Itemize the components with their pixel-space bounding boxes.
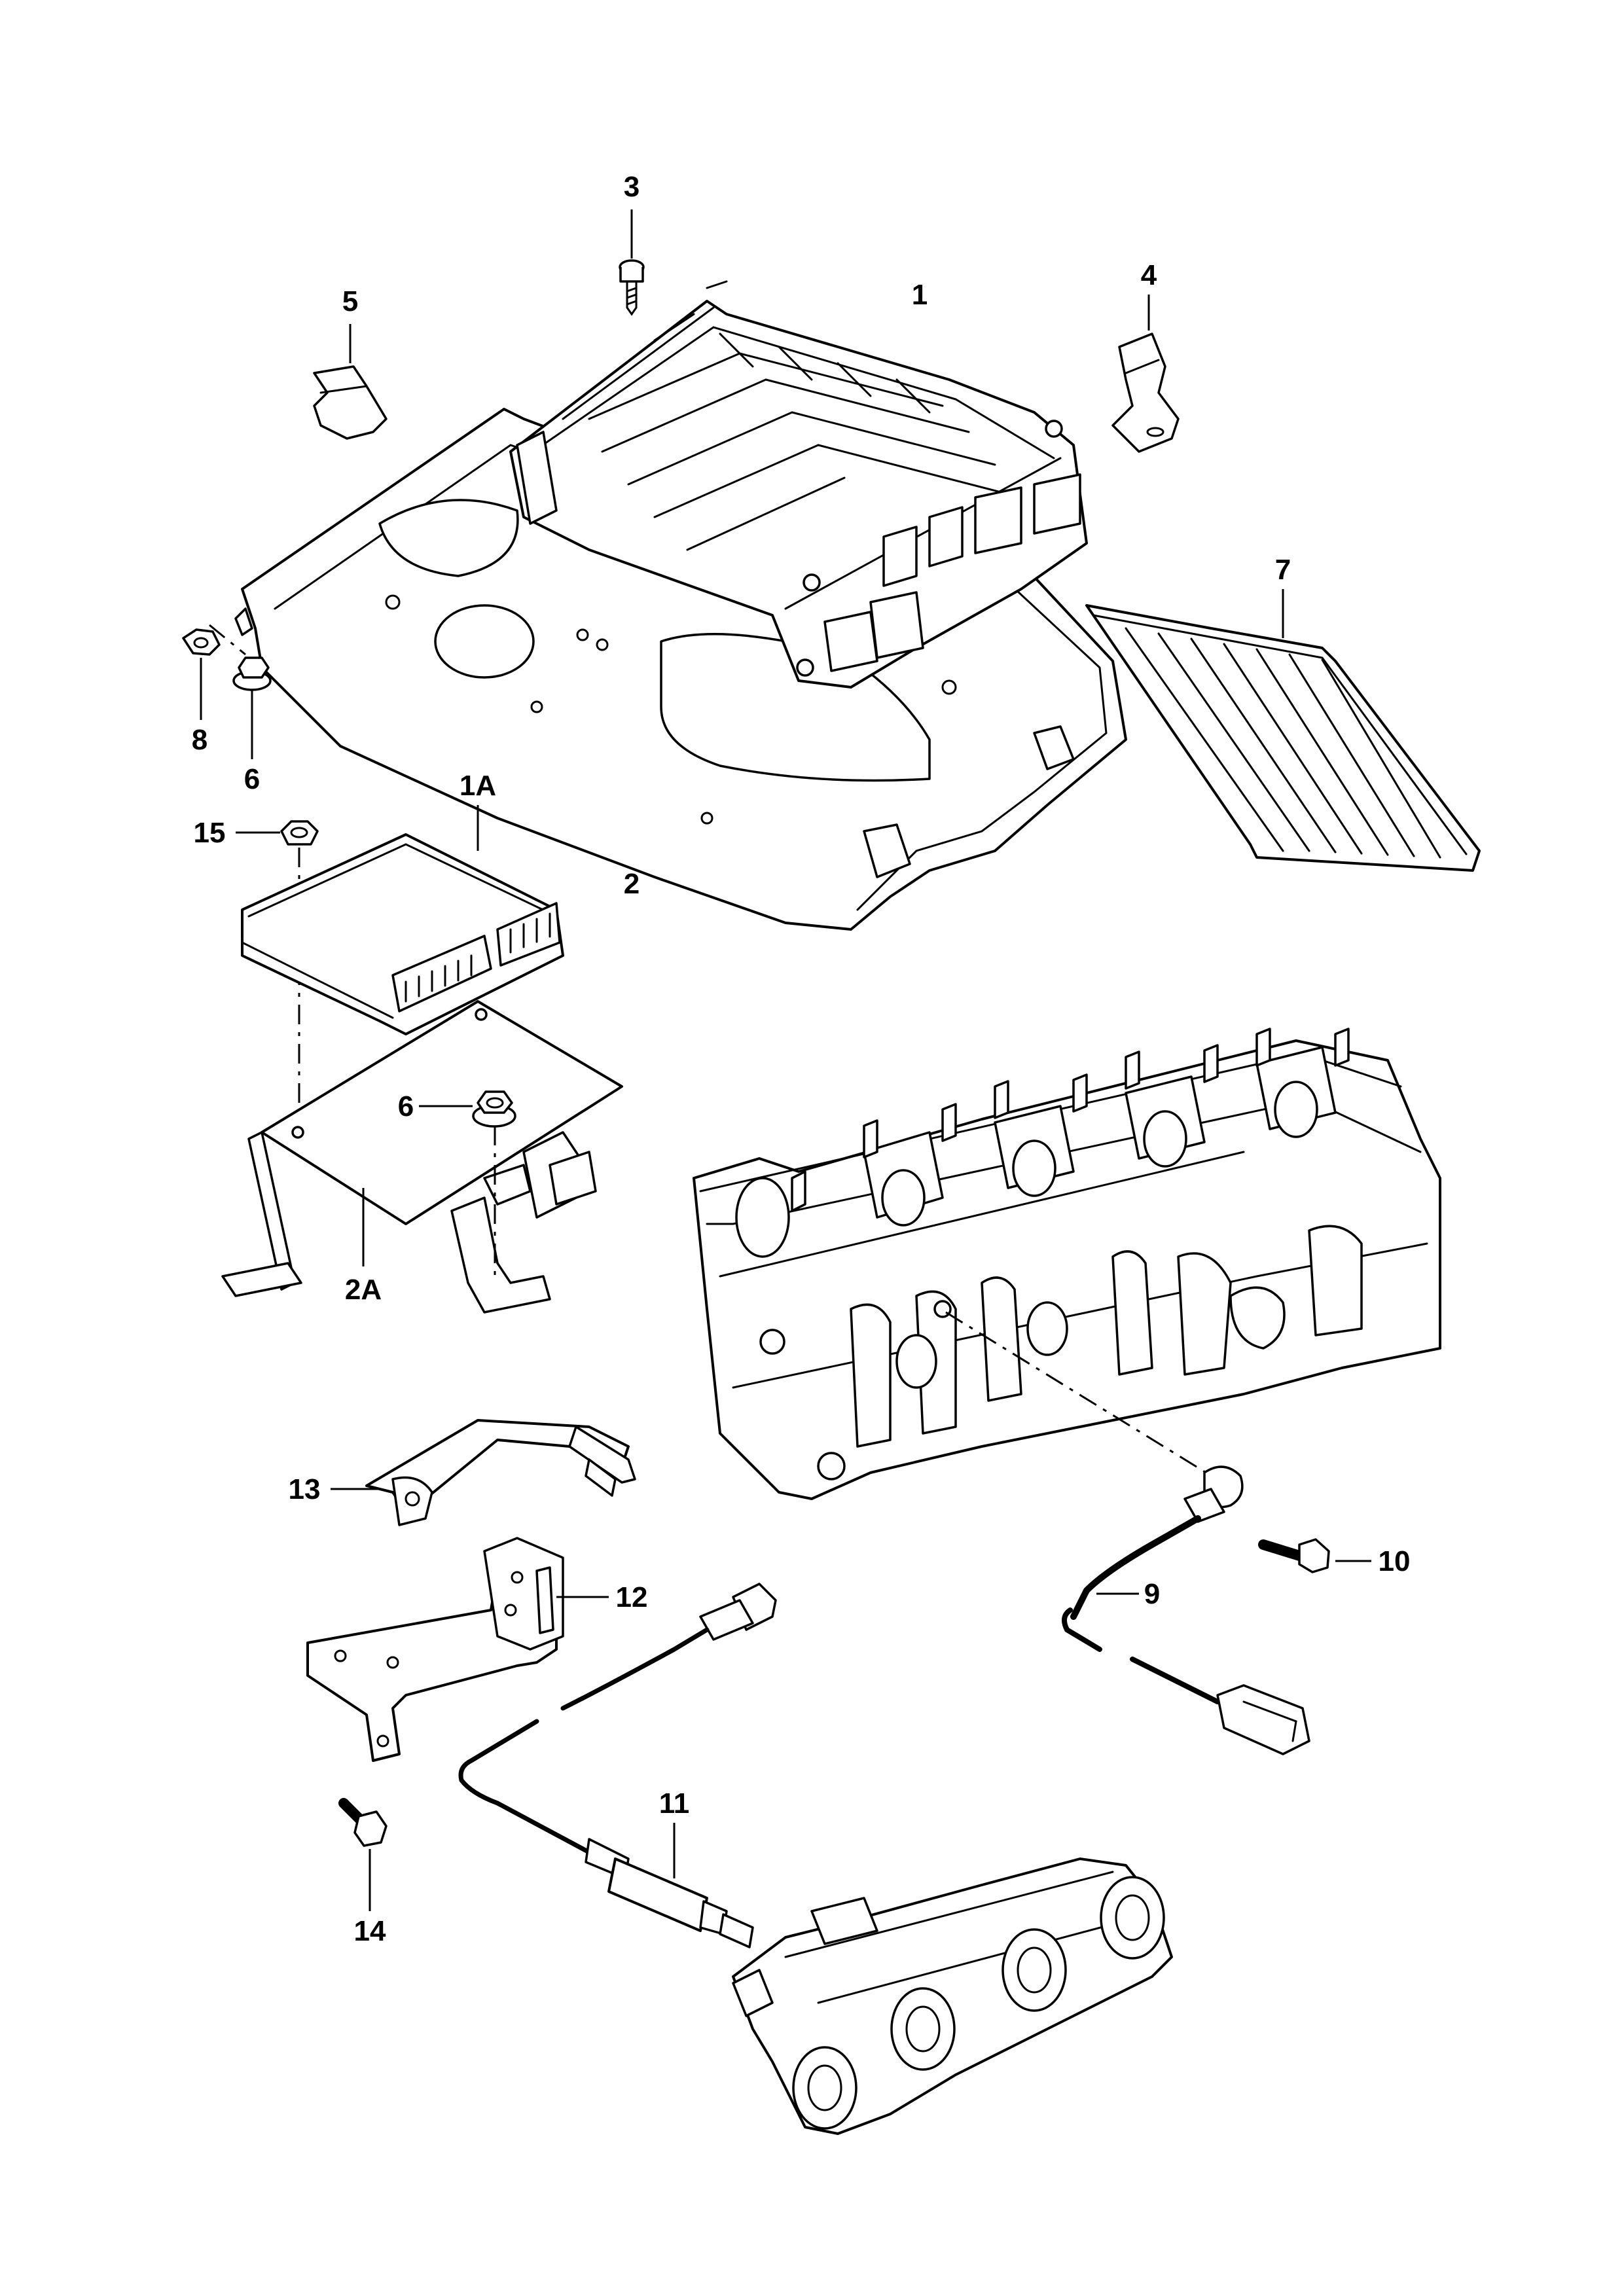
callout-5: 5 xyxy=(342,285,358,317)
callout-12: 12 xyxy=(616,1581,648,1613)
callout-6-upper: 6 xyxy=(244,763,260,795)
callout-7: 7 xyxy=(1275,554,1291,586)
control-unit-housing-part-1 xyxy=(509,280,1088,689)
clip-part-4 xyxy=(1111,295,1180,453)
ecu-module-part-1A xyxy=(241,805,564,1035)
callout-11: 11 xyxy=(659,1787,690,1820)
knock-sensor-part-9 xyxy=(945,1311,1310,1755)
heat-shield-part-13 xyxy=(331,1419,636,1526)
callout-13: 13 xyxy=(289,1473,321,1505)
mounting-bracket-part-12 xyxy=(306,1537,609,1762)
clip-part-5 xyxy=(313,324,388,440)
callout-10: 10 xyxy=(1379,1545,1411,1577)
callout-14: 14 xyxy=(354,1915,386,1947)
flange-nut-part-6-upper xyxy=(232,656,272,759)
nut-part-8 xyxy=(182,624,246,720)
callout-2: 2 xyxy=(624,868,640,900)
flange-nut-part-6-lower xyxy=(419,1090,516,1283)
callout-labels: 1 1A 2 2A 3 4 5 6 6 7 8 9 10 11 12 13 14… xyxy=(192,171,1411,1947)
cylinder-head xyxy=(693,1028,1441,1500)
callout-8: 8 xyxy=(192,724,208,756)
callout-6-lower: 6 xyxy=(398,1090,414,1122)
exhaust-manifold xyxy=(732,1857,1173,2135)
callout-1A: 1A xyxy=(460,770,496,802)
oxygen-sensor-part-11 xyxy=(458,1583,777,1948)
head-ports xyxy=(759,1225,1363,1480)
seal-strip-part-7 xyxy=(1085,589,1481,872)
cam-caps xyxy=(735,1046,1337,1258)
callout-1: 1 xyxy=(912,279,928,311)
bracket-part-2A xyxy=(221,1000,623,1314)
callout-9: 9 xyxy=(1144,1578,1160,1610)
callout-3: 3 xyxy=(624,171,640,203)
callout-4: 4 xyxy=(1141,259,1157,291)
callout-2A: 2A xyxy=(345,1274,382,1306)
bolt-part-10 xyxy=(1258,1538,1371,1573)
studs xyxy=(791,1028,1350,1212)
bolt-part-14 xyxy=(338,1798,388,1911)
screw-part-3 xyxy=(619,209,645,316)
callout-15: 15 xyxy=(194,817,226,849)
